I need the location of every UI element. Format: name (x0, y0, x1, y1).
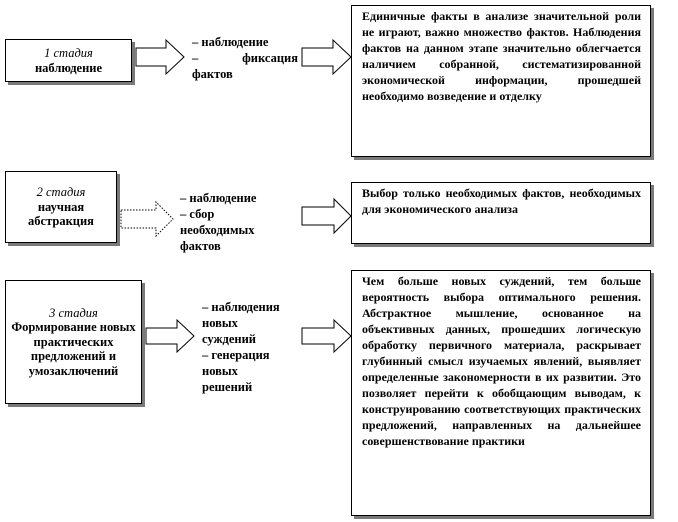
activity-line: – фиксация (192, 51, 298, 65)
arrow-activities3-to-description (301, 318, 352, 354)
stage-3-name: Формирование новых практических предложе… (11, 320, 136, 378)
activity-line: новых (202, 316, 238, 330)
activity-line: – наблюдение (180, 191, 257, 205)
stage-1-activities: – наблюдение – фиксация фактов (192, 34, 298, 82)
arrow-activities1-to-description (301, 38, 352, 76)
stage-1-number: 1 стадия (44, 46, 93, 61)
activity-line: – генерация (202, 348, 270, 362)
activity-line: решений (202, 380, 253, 394)
arrow-activities2-to-description (301, 197, 352, 235)
stage-1-box: 1 стадия наблюдение (5, 39, 132, 82)
stage-2-activities: – наблюдение – сбор необходимых фактов (180, 190, 292, 254)
stage-1-name: наблюдение (34, 60, 103, 75)
stage-2-description: Выбор только необходимых фактов, необход… (351, 182, 651, 244)
stage-1-description: Единичные факты в анализе значительной р… (351, 5, 651, 157)
stage-3-activities: – наблюдения новых суждений – генерация … (202, 299, 304, 395)
activity-line: фактов (180, 239, 221, 253)
activity-line: – наблюдения (202, 300, 280, 314)
stage-3-number: 3 стадия (49, 306, 98, 321)
stage-3-box: 3 стадия Формирование новых практических… (5, 280, 142, 404)
arrow-stage1-to-activities (135, 38, 185, 76)
activity-line: необходимых (180, 223, 255, 237)
activity-line: суждений (202, 332, 257, 346)
stage-2-number: 2 стадия (36, 185, 86, 200)
stage-2-name: научная абстракция (28, 199, 94, 229)
activity-line: фактов (192, 67, 233, 81)
stage-2-box: 2 стадия научная абстракция (5, 171, 117, 243)
arrow-stage2-to-activities (120, 200, 174, 238)
arrow-stage3-to-activities (145, 318, 195, 354)
activity-line: – сбор (180, 207, 215, 221)
activity-line: – наблюдение (192, 35, 269, 49)
stage-3-description: Чем больше новых суждений, тем больше ве… (351, 270, 651, 516)
activity-line: новых (202, 364, 238, 378)
